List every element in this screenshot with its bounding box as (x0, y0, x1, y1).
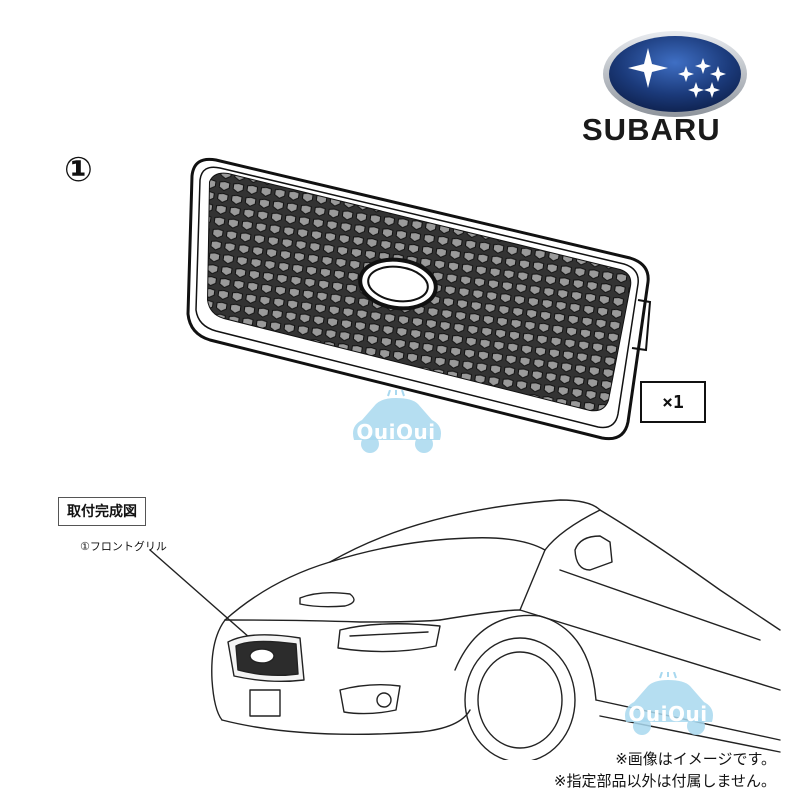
watermark-text: OuiOui (628, 702, 708, 726)
watermark-car-icon (353, 389, 441, 453)
note-image-disclaimer: ※画像はイメージです。 (615, 750, 776, 768)
brand-wordmark: SUBARU (582, 112, 721, 147)
watermark-car-icon (625, 671, 713, 735)
subaru-logo-icon (603, 31, 747, 117)
part-number: ① (64, 150, 93, 190)
note-parts-disclaimer: ※指定部品以外は付属しません。 (553, 772, 776, 790)
watermark-logo: OuiOui (340, 389, 452, 460)
watermark-text: OuiOui (356, 420, 436, 444)
quantity-badge: ×1 (640, 381, 706, 423)
watermark-logo: OuiOui (612, 671, 724, 742)
installation-section-label: 取付完成図 (58, 497, 146, 526)
car-front-line-drawing-icon (149, 499, 781, 760)
front-grille-drawing-icon (186, 157, 652, 441)
installation-part-label: ①フロントグリル (80, 540, 167, 553)
